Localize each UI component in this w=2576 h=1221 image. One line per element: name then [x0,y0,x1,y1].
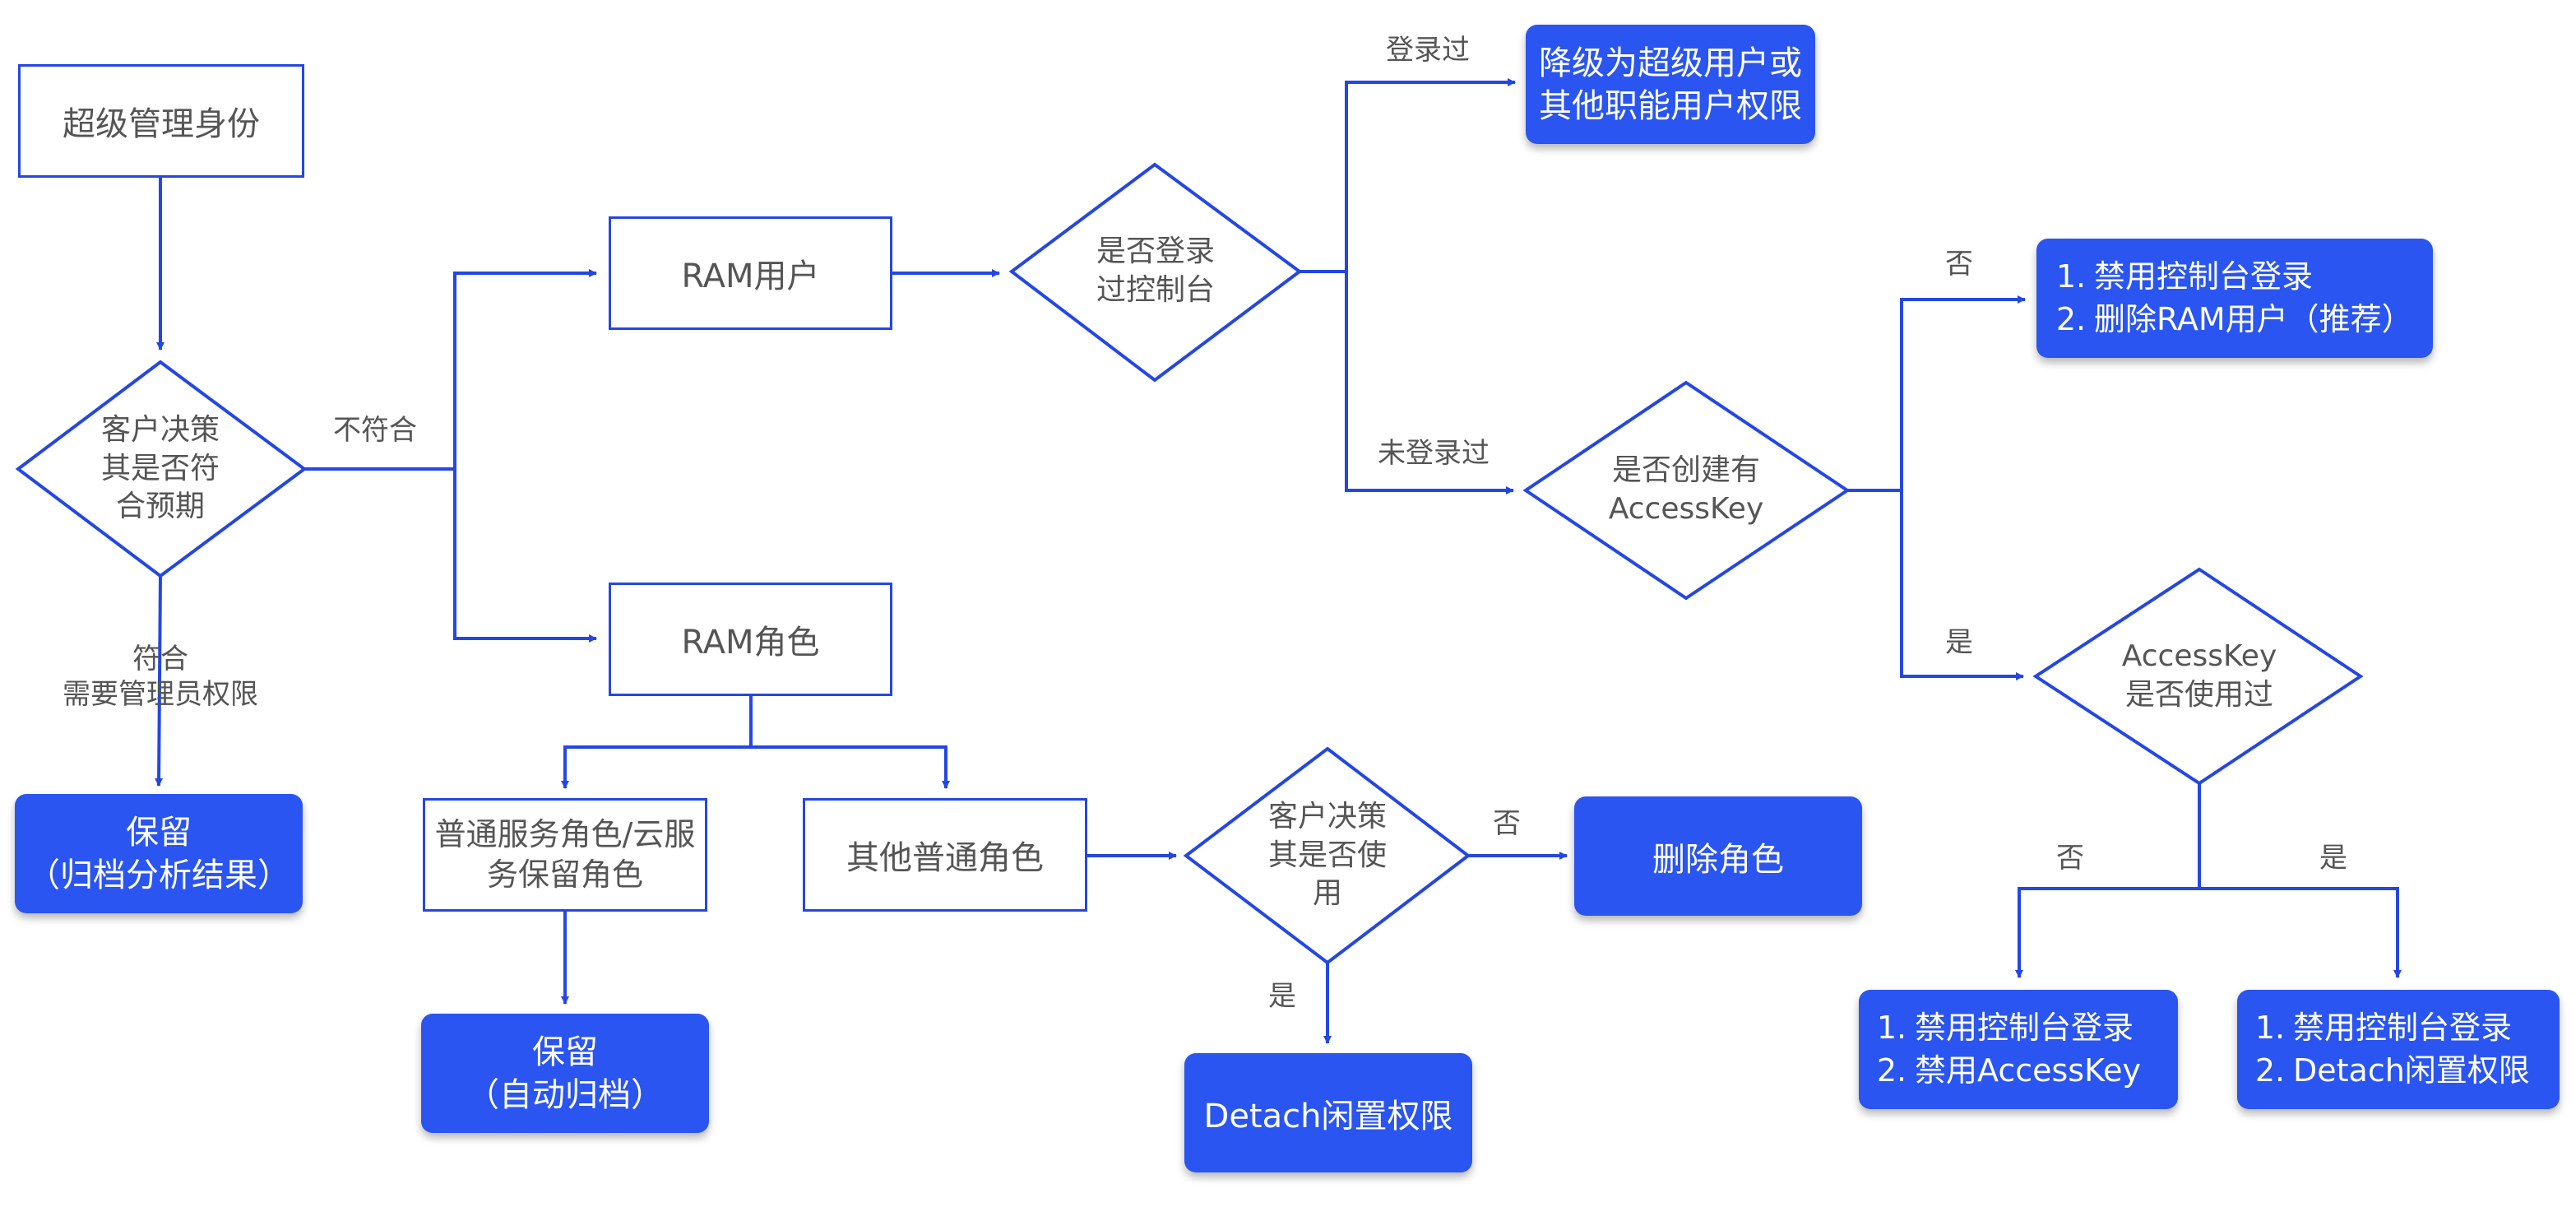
ak-used-line1: AccessKey [2121,639,2277,674]
other-role-label: 其他普通角色 [846,839,1044,877]
disable-delete-text1: 禁用控制台登录 [2094,258,2314,295]
decide-use-line2: 其是否使 [1267,838,1387,872]
label-yes-ak: 是 [1945,626,1973,659]
label-logged-in: 登录过 [1386,34,1470,67]
label-no-akused: 否 [2056,842,2084,875]
delete-role-box: 删除角色 [1574,796,1862,916]
disable-detach-num2: 2. [2254,1052,2286,1089]
edge-to-disable-delete [1900,295,2026,490]
disable-delete-row1: 1. 禁用控制台登录 [2048,256,2313,298]
ak-used-text: AccessKey 是否使用过 [2084,635,2314,717]
edge-to-ak-used [1900,490,2024,680]
keep-auto-box: 保留 （自动归档） [421,1014,709,1133]
label-yes-akused: 是 [2319,842,2347,875]
super-admin-box: 超级管理身份 [18,64,304,178]
disable-detach-box: 1. 禁用控制台登录 2. Detach闲置权限 [2237,990,2560,1109]
ak-used-line2: 是否使用过 [2124,678,2273,712]
has-accesskey-text: 是否创建有 AccessKey [1571,449,1801,532]
disable-detach-text2: Detach闲置权限 [2293,1052,2530,1089]
edge-to-accesskey [1345,272,1514,494]
decide-expect-line2: 其是否符 [100,451,220,485]
detach-idle-box: Detach闲置权限 [1184,1053,1472,1172]
label-not-logged-in: 未登录过 [1378,437,1490,470]
label-no-ak: 否 [1945,248,1973,281]
console-login-line1: 是否登录 [1096,234,1215,269]
console-login-line2: 过控制台 [1096,273,1215,307]
edge-to-downgrade [1345,78,1516,272]
has-accesskey-line1: 是否创建有 [1611,453,1760,488]
edge-decision-to-keep [155,575,164,787]
decision-diamond-accesskey [1522,380,1851,601]
ram-role-box: RAM角色 [609,583,892,696]
disable-ak-text2: 禁用AccessKey [1915,1052,2141,1089]
disable-detach-row1: 1. 禁用控制台登录 [2247,1007,2512,1049]
keep-archive-line2: （归档分析结果） [27,856,290,894]
edge-to-ram-role [453,469,597,643]
ram-user-label: RAM用户 [681,258,820,295]
has-accesskey-line2: AccessKey [1608,492,1764,526]
label-match-line2: 需要管理员权限 [63,677,258,711]
decide-expect-line1: 客户决策 [100,412,220,447]
edge-to-service-role [561,745,751,789]
decide-expect-text: 客户决策 其是否符 合预期 [58,410,263,528]
detach-idle-label: Detach闲置权限 [1203,1097,1453,1135]
disable-ak-row2: 2. 禁用AccessKey [1869,1050,2141,1092]
delete-role-label: 删除角色 [1652,840,1784,879]
other-role-box: 其他普通角色 [803,798,1087,912]
disable-ak-box: 1. 禁用控制台登录 2. 禁用AccessKey [1859,990,2178,1109]
disable-detach-text1: 禁用控制台登录 [2293,1010,2513,1047]
service-role-line2: 务保留角色 [486,857,643,893]
disable-delete-num1: 1. [2055,258,2087,295]
edge-to-ram-user [453,269,597,469]
disable-detach-num1: 1. [2254,1010,2286,1047]
ram-user-box: RAM用户 [609,216,892,330]
disable-ak-num2: 2. [1876,1052,1907,1089]
disable-delete-text2: 删除RAM用户（推荐） [2094,300,2413,337]
edge-to-disable-ak [2015,887,2199,978]
disable-ak-row1: 1. 禁用控制台登录 [1869,1007,2134,1049]
decide-use-line1: 客户决策 [1267,799,1387,833]
disable-ak-text1: 禁用控制台登录 [1915,1010,2134,1047]
ram-role-label: RAM角色 [681,624,820,662]
decide-use-text: 客户决策 其是否使 用 [1229,796,1426,915]
disable-ak-num1: 1. [1876,1010,1907,1047]
console-login-text: 是否登录 过控制台 [1053,230,1258,313]
downgrade-box: 降级为超级用户或 其他职能用户权限 [1526,25,1815,144]
decide-expect-line3: 合预期 [115,490,205,524]
label-not-match: 不符合 [333,414,417,447]
label-no-use: 否 [1493,807,1521,840]
disable-detach-row2: 2. Detach闲置权限 [2247,1050,2530,1092]
disable-delete-row2: 2. 删除RAM用户（推荐） [2048,299,2413,341]
disable-delete-num2: 2. [2055,300,2087,337]
label-match-line1: 符合 [132,643,188,675]
keep-auto-line1: 保留 [532,1033,598,1071]
service-role-line1: 普通服务角色/云服 [434,815,696,852]
edge-to-other-role [751,745,950,789]
keep-archive-box: 保留 （归档分析结果） [15,794,303,913]
service-role-box: 普通服务角色/云服 务保留角色 [423,798,707,912]
keep-archive-line1: 保留 [126,813,192,852]
label-yes-use: 是 [1268,980,1296,1013]
label-match: 符合 需要管理员权限 [49,642,271,712]
downgrade-line2: 其他职能用户权限 [1539,86,1802,125]
decision-diamond-console [1008,162,1303,383]
super-admin-label: 超级管理身份 [63,105,260,143]
downgrade-line1: 降级为超级用户或 [1539,44,1802,82]
disable-delete-box: 1. 禁用控制台登录 2. 删除RAM用户（推荐） [2036,239,2433,358]
edge-to-disable-detach [2199,887,2402,978]
keep-auto-line2: （自动归档） [466,1075,664,1114]
decide-use-line3: 用 [1312,876,1342,911]
